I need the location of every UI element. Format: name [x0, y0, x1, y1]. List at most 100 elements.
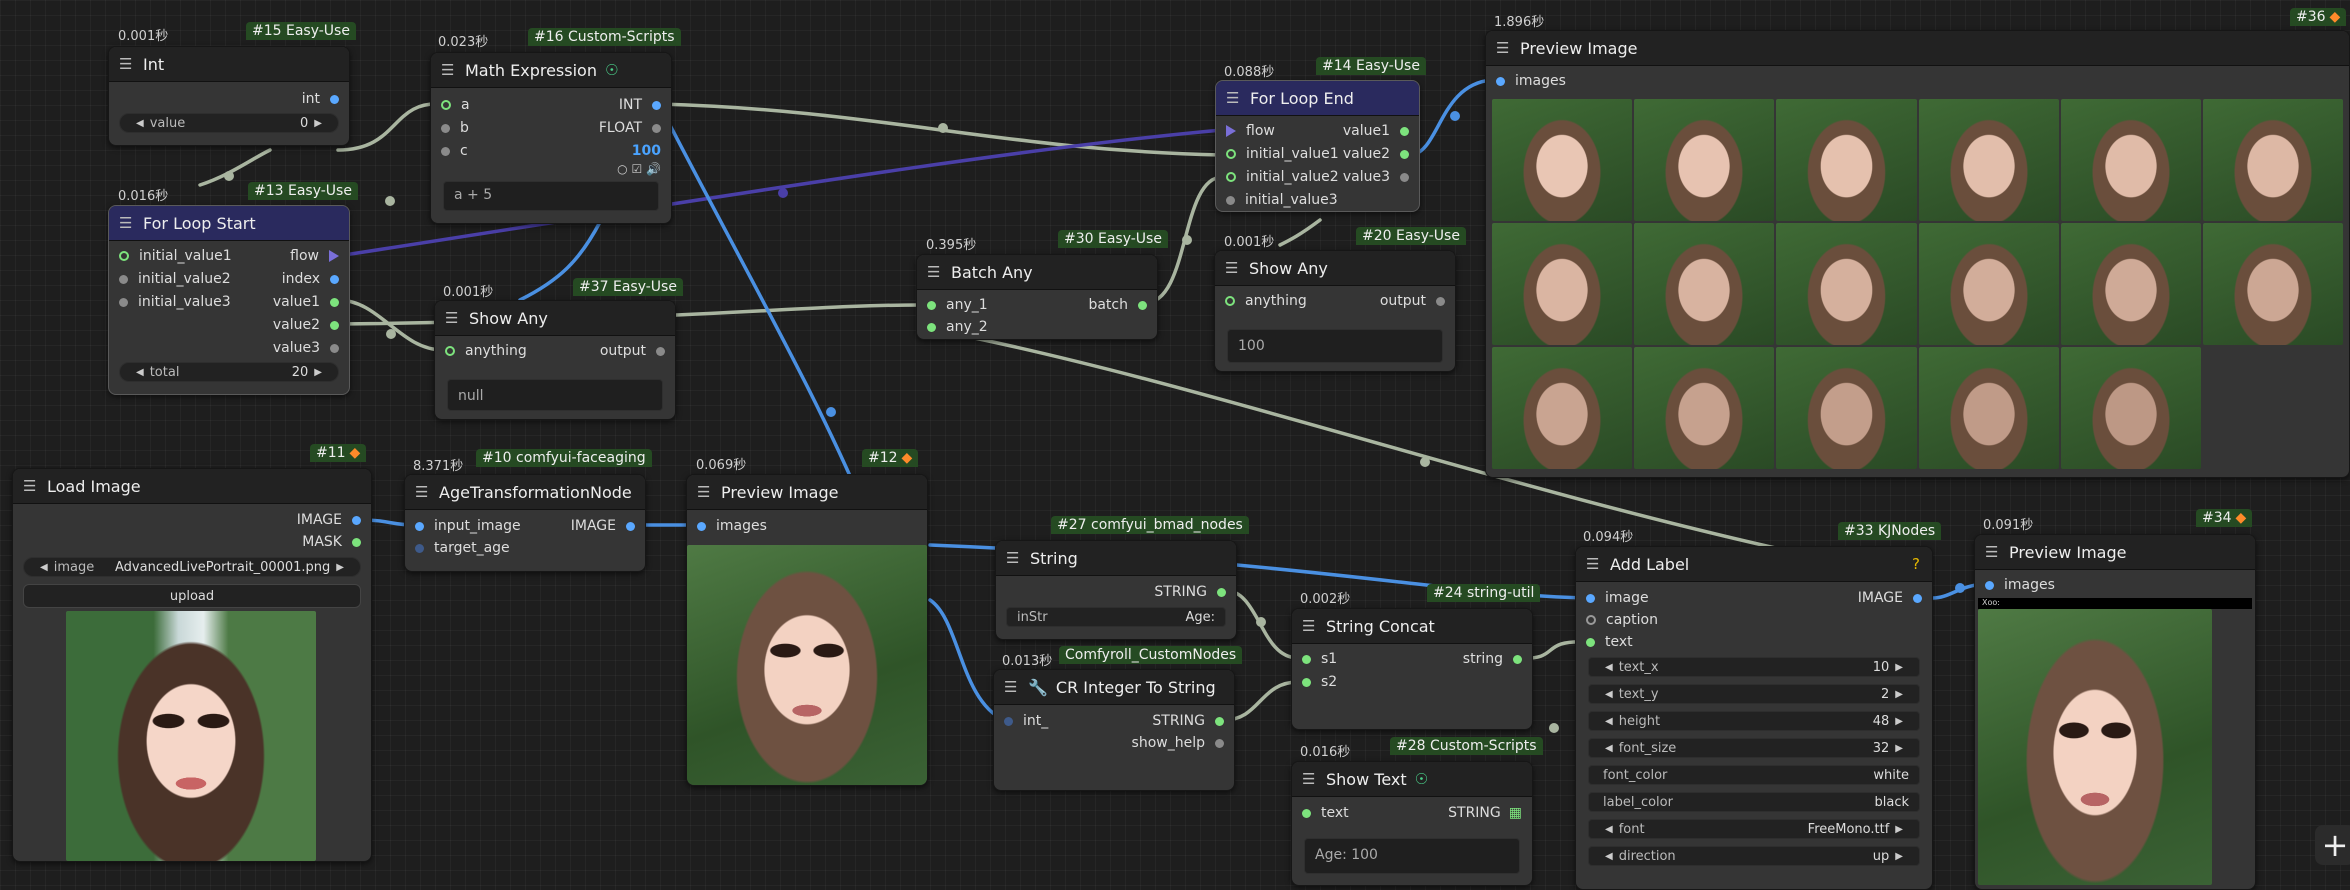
input-port[interactable] — [119, 297, 128, 307]
output-port[interactable] — [352, 515, 361, 525]
input-port[interactable] — [1302, 808, 1311, 818]
input-port[interactable] — [1586, 615, 1596, 625]
output-value3[interactable]: value3 — [1343, 167, 1409, 187]
thumbnail[interactable] — [2060, 223, 2201, 345]
menu-icon[interactable]: ☰ — [119, 55, 133, 73]
output-value2[interactable]: value2 — [1343, 144, 1409, 164]
thumbnail[interactable] — [2202, 99, 2343, 221]
decrement-icon[interactable]: ◀ — [1605, 715, 1613, 727]
input-port[interactable] — [927, 300, 936, 310]
input-initial-value1[interactable]: initial_value1 — [1226, 144, 1339, 164]
input-any-1[interactable]: any_1 — [927, 295, 988, 315]
input-port[interactable] — [119, 251, 129, 261]
menu-icon[interactable]: ☰ — [119, 214, 133, 232]
output-port[interactable] — [1217, 587, 1226, 597]
output-mask[interactable]: MASK — [302, 532, 361, 552]
output-port[interactable] — [1400, 126, 1409, 136]
node-header[interactable]: ☰Int — [109, 47, 349, 82]
input-initial-value2[interactable]: initial_value2 — [119, 269, 231, 289]
increment-icon[interactable]: ▶ — [1895, 823, 1903, 835]
increment-icon[interactable]: ▶ — [1895, 850, 1903, 862]
increment-icon[interactable]: ▶ — [1895, 688, 1903, 700]
thumbnail[interactable] — [1634, 223, 1775, 345]
node-preview-image[interactable]: ☰Preview Image images Xoo: — [1974, 534, 2256, 890]
menu-icon[interactable]: ☰ — [1302, 770, 1316, 788]
input-a[interactable]: a — [441, 95, 470, 115]
output-index[interactable]: index — [282, 269, 339, 289]
node-cr-integer-to-string[interactable]: ☰🔧CR Integer To String int_ STRING show_… — [993, 669, 1235, 791]
image-batch-grid[interactable] — [1492, 99, 2343, 469]
output-port[interactable] — [1913, 593, 1922, 603]
node-show-any[interactable]: ☰Show Any anything output 100 — [1214, 250, 1456, 372]
output-int[interactable]: INT — [619, 95, 661, 115]
thumbnail[interactable] — [1918, 347, 2059, 469]
output-float[interactable]: FLOAT — [599, 118, 661, 138]
input-int[interactable]: int_ — [1004, 711, 1048, 731]
output-image[interactable]: IMAGE — [571, 516, 635, 536]
input-flow[interactable]: flow — [1226, 121, 1275, 141]
increment-icon[interactable]: ▶ — [1895, 742, 1903, 754]
decrement-icon[interactable]: ◀ — [1605, 823, 1613, 835]
output-port[interactable] — [1513, 654, 1522, 664]
output-image[interactable]: IMAGE — [1858, 588, 1922, 608]
thumbnail[interactable] — [1776, 99, 1917, 221]
input-port[interactable] — [1985, 580, 1994, 590]
output-string[interactable]: string — [1463, 649, 1522, 669]
node-header[interactable]: ☰Preview Image — [1486, 31, 2349, 66]
output-value2[interactable]: value2 — [273, 315, 339, 335]
output-output[interactable]: output — [600, 341, 665, 361]
output-value3[interactable]: value3 — [273, 338, 339, 358]
increment-icon[interactable]: ▶ — [336, 561, 344, 573]
output-string[interactable]: STRING — [1154, 582, 1226, 602]
menu-icon[interactable]: ☰ — [697, 483, 711, 501]
node-string-concat[interactable]: ☰String Concat s1 s2 string — [1291, 608, 1533, 730]
menu-icon[interactable]: ☰ — [1985, 543, 1999, 561]
node-header[interactable]: ☰🔧CR Integer To String — [994, 670, 1234, 705]
increment-icon[interactable]: ▶ — [314, 366, 322, 378]
output-value1[interactable]: value1 — [273, 292, 339, 312]
input-port[interactable] — [415, 543, 424, 553]
menu-icon[interactable]: ☰ — [1225, 259, 1239, 277]
input-port[interactable] — [1004, 716, 1013, 726]
node-header[interactable]: ☰Batch Any — [917, 255, 1157, 290]
add-node-button[interactable]: + — [2315, 825, 2350, 865]
input-initial-value1[interactable]: initial_value1 — [119, 246, 232, 266]
node-header[interactable]: ☰Show Any — [1215, 251, 1455, 286]
display-toggles[interactable]: ○ ☑ 🔊 — [617, 159, 661, 179]
output-port[interactable] — [1436, 296, 1445, 306]
output-string[interactable]: STRING▦ — [1448, 805, 1522, 821]
thumbnail[interactable] — [1776, 347, 1917, 469]
output-port[interactable] — [652, 100, 661, 110]
input-port[interactable] — [1226, 125, 1236, 137]
input-port[interactable] — [415, 521, 424, 531]
input-s1[interactable]: s1 — [1302, 649, 1337, 669]
thumbnail[interactable] — [2060, 347, 2201, 469]
node-age-transformation[interactable]: ☰AgeTransformationNode input_image targe… — [404, 474, 646, 572]
node-add-label[interactable]: ☰Add Label? image caption text IMAGE ◀te… — [1575, 546, 1933, 890]
output-flow[interactable]: flow — [290, 246, 339, 266]
speaker-icon[interactable]: 🔊 — [646, 162, 661, 176]
node-header[interactable]: ☰Preview Image — [687, 475, 927, 510]
output-port[interactable] — [626, 521, 635, 531]
output-port[interactable] — [1400, 172, 1409, 182]
menu-icon[interactable]: ☰ — [1586, 555, 1600, 573]
thumbnail[interactable] — [2202, 223, 2343, 345]
menu-icon[interactable]: ☰ — [1496, 39, 1510, 57]
node-show-any[interactable]: ☰Show Any anything output null — [434, 300, 676, 420]
output-int[interactable]: int — [302, 89, 339, 109]
node-header[interactable]: ☰Preview Image — [1975, 535, 2255, 570]
output-port[interactable] — [1215, 738, 1224, 748]
menu-icon[interactable]: ☰ — [445, 309, 459, 327]
input-anything[interactable]: anything — [1225, 291, 1307, 311]
decrement-icon[interactable]: ◀ — [1605, 742, 1613, 754]
input-caption[interactable]: caption — [1586, 610, 1658, 630]
output-port[interactable] — [330, 343, 339, 353]
input-c[interactable]: c — [441, 141, 468, 161]
